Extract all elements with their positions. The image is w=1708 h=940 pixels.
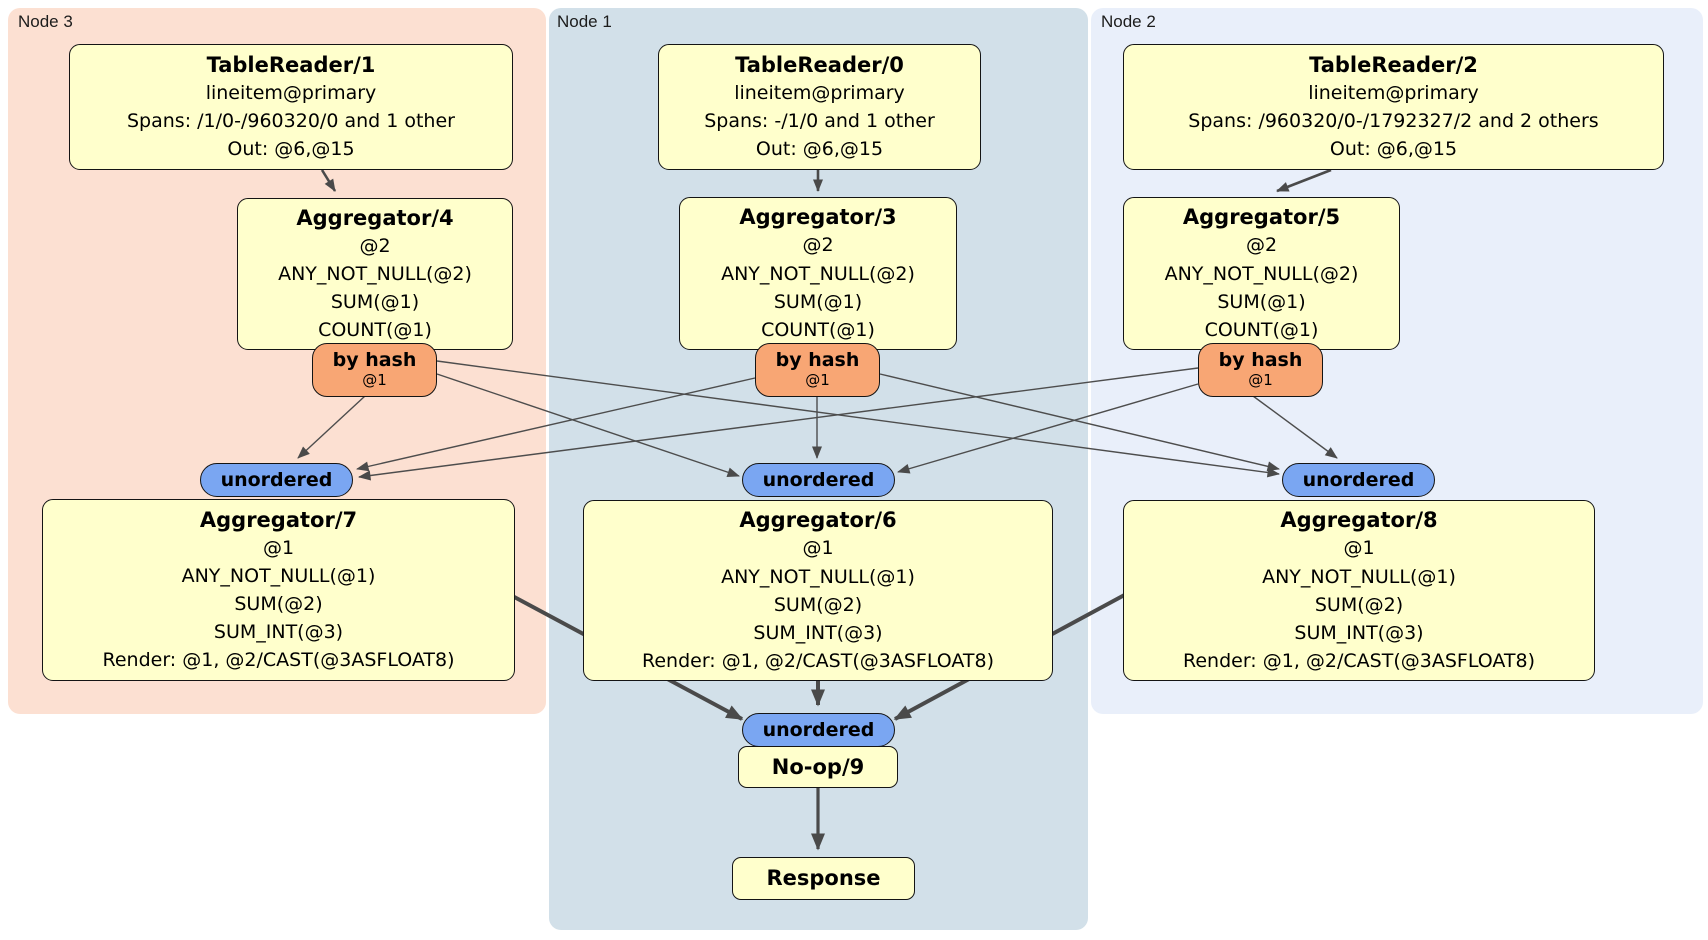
processor-title: TableReader/1 (206, 52, 376, 77)
edge-hash1-sync2 (879, 373, 1280, 472)
processor-aggregator-5: Aggregator/5 @2 ANY_NOT_NULL(@2) SUM(@1)… (1123, 197, 1400, 350)
region-label-node2: Node 2 (1101, 12, 1156, 31)
processor-title: Aggregator/8 (1280, 508, 1438, 533)
processor-line: lineitem@primary (205, 82, 377, 104)
processor-line: @1 (1343, 537, 1375, 560)
processor-line: Spans: /960320/0-/1792327/2 and 2 others (1188, 110, 1599, 133)
edge-tr1-agg4 (320, 169, 337, 192)
region-label-node3: Node 3 (18, 12, 73, 31)
router-label: by hash (775, 349, 860, 372)
edge-hash2-sync3 (358, 367, 1199, 481)
processor-line: COUNT(@1) (318, 319, 432, 342)
sync-unordered-node1: unordered (742, 463, 895, 497)
processor-aggregator-4: Aggregator/4 @2 ANY_NOT_NULL(@2) SUM(@1)… (237, 198, 513, 350)
router-label: by hash (332, 349, 417, 372)
processor-title: Aggregator/4 (296, 205, 454, 230)
processor-line: COUNT(@1) (1204, 318, 1319, 341)
processor-line: SUM(@2) (1314, 593, 1404, 616)
router-detail: @1 (1248, 371, 1273, 390)
processor-title: Aggregator/5 (1182, 205, 1341, 230)
edge-hash1-sync3 (356, 377, 756, 472)
processor-line: lineitem@primary (734, 82, 905, 104)
router-detail: @1 (362, 371, 387, 390)
processor-line: Render: @1, @2/CAST(@3ASFLOAT8) (1183, 649, 1535, 672)
processor-title: Response (766, 866, 881, 891)
processor-aggregator-6: Aggregator/6 @1 ANY_NOT_NULL(@1) SUM(@2)… (583, 500, 1053, 681)
processor-line: SUM_INT(@3) (753, 621, 883, 644)
edge-hash2-sync2 (1252, 395, 1338, 459)
processor-line: ANY_NOT_NULL(@2) (1164, 262, 1359, 285)
router-by-hash-node2: by hash @1 (1198, 343, 1323, 397)
router-detail: @1 (805, 371, 830, 390)
router-by-hash-node1: by hash @1 (755, 343, 880, 397)
processor-title: Aggregator/7 (199, 507, 358, 532)
processor-line: Out: @6,@15 (227, 138, 355, 161)
edge-hash3-sync2 (436, 360, 1280, 478)
processor-noop-9: No-op/9 (738, 746, 898, 788)
processor-line: SUM(@2) (773, 593, 863, 616)
processor-aggregator-3: Aggregator/3 @2 ANY_NOT_NULL(@2) SUM(@1)… (679, 197, 957, 350)
processor-title: Aggregator/3 (739, 205, 897, 230)
processor-line: Spans: -/1/0 and 1 other (704, 110, 935, 133)
processor-line: SUM_INT(@3) (1294, 621, 1424, 644)
sync-unordered-node2: unordered (1282, 463, 1435, 497)
processor-line: @2 (1245, 234, 1278, 257)
processor-line: Out: @6,@15 (1329, 138, 1458, 161)
processor-line: ANY_NOT_NULL(@2) (721, 262, 915, 285)
processor-title: No-op/9 (771, 754, 865, 779)
processor-line: @2 (802, 234, 834, 257)
processor-aggregator-8: Aggregator/8 @1 ANY_NOT_NULL(@1) SUM(@2)… (1123, 500, 1595, 681)
processor-line: ANY_NOT_NULL(@1) (1262, 565, 1456, 588)
processor-line: SUM(@1) (1217, 290, 1306, 313)
processor-title: Aggregator/6 (739, 508, 897, 533)
edge-hash3-sync3 (297, 395, 366, 459)
processor-line: Render: @1, @2/CAST(@3ASFLOAT8) (642, 649, 994, 672)
processor-line: Spans: /1/0-/960320/0 and 1 other (127, 110, 455, 133)
processor-line: SUM_INT(@3) (213, 621, 344, 644)
sync-unordered-node3: unordered (200, 463, 353, 497)
processor-line: Render: @1, @2/CAST(@3ASFLOAT8) (102, 649, 455, 672)
router-label: by hash (1218, 349, 1303, 372)
sync-unordered-final: unordered (742, 713, 895, 747)
processor-line: SUM(@1) (773, 290, 863, 313)
processor-aggregator-7: Aggregator/7 @1 ANY_NOT_NULL(@1) SUM(@2)… (42, 499, 515, 681)
processor-line: COUNT(@1) (761, 318, 875, 341)
processor-line: ANY_NOT_NULL(@1) (181, 565, 376, 587)
processor-line: lineitem@primary (1308, 82, 1479, 104)
edge-tr2-agg5 (1276, 168, 1332, 193)
processor-line: SUM(@1) (330, 291, 420, 314)
router-by-hash-node3: by hash @1 (312, 343, 437, 397)
processor-line: ANY_NOT_NULL(@2) (278, 263, 472, 286)
processor-response: Response (732, 857, 915, 900)
processor-title: TableReader/2 (1309, 52, 1478, 77)
edge-hash3-sync1 (436, 373, 740, 478)
processor-line: ANY_NOT_NULL(@1) (721, 565, 915, 588)
processor-title: TableReader/0 (735, 52, 904, 77)
processor-line: @1 (802, 537, 834, 560)
processor-line: Out: @6,@15 (755, 138, 884, 161)
processor-line: @2 (359, 234, 391, 257)
processor-tablereader-1: TableReader/1 lineitem@primary Spans: /1… (69, 44, 513, 170)
region-label-node1: Node 1 (557, 12, 612, 31)
processor-tablereader-0: TableReader/0 lineitem@primary Spans: -/… (658, 44, 981, 170)
processor-line: @1 (262, 536, 295, 559)
processor-line: SUM(@2) (234, 593, 323, 616)
edge-hash2-sync1 (897, 383, 1199, 474)
processor-tablereader-2: TableReader/2 lineitem@primary Spans: /9… (1123, 44, 1664, 170)
